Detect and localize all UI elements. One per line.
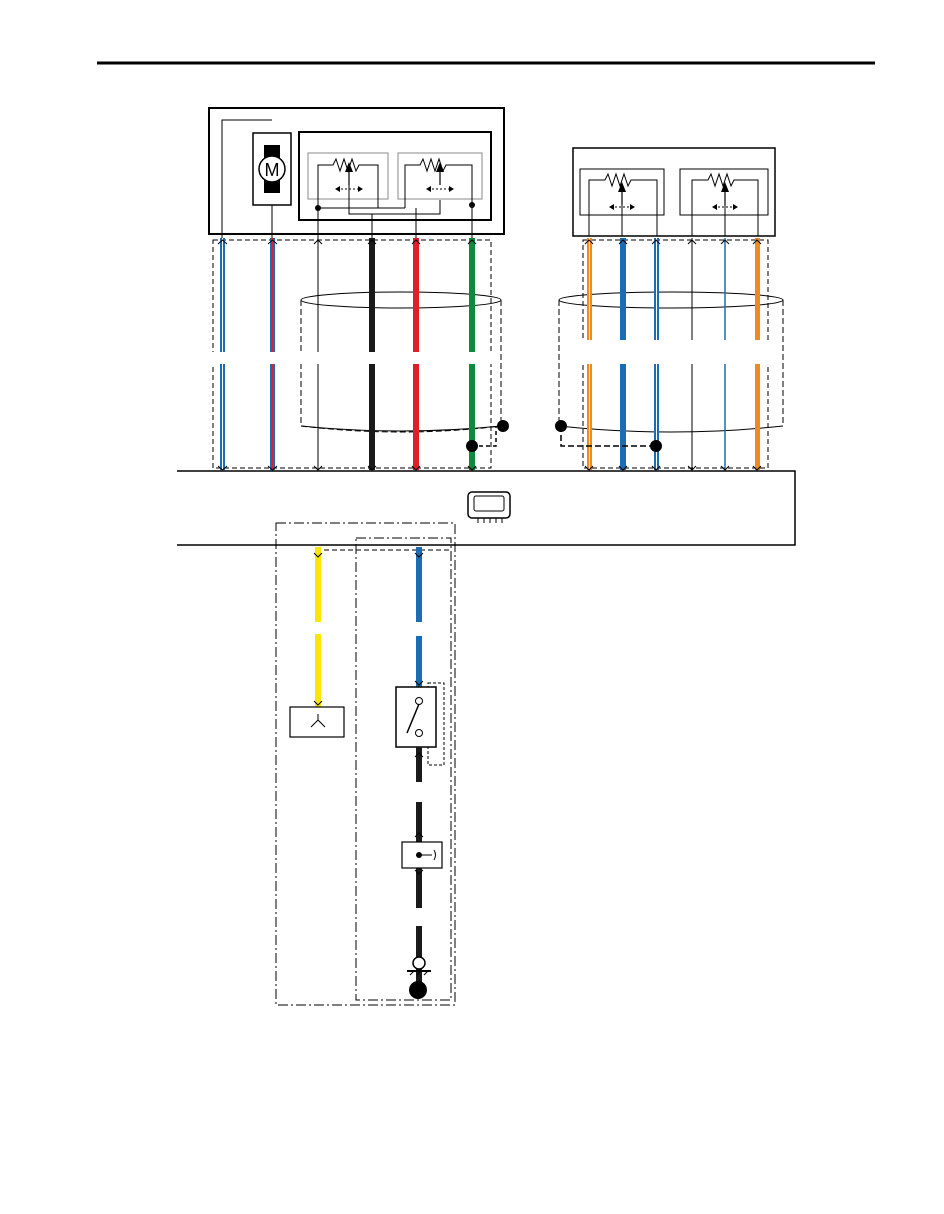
connector-icon [414,552,424,686]
potentiometer-icon [307,152,389,208]
connector-icon [217,239,762,245]
wire-blue-lower [416,547,422,687]
lower-outline-outer [275,522,456,1006]
shield-ground-point [555,420,567,432]
connector-icon [414,752,424,875]
sensor-terminal-box [289,706,345,738]
connector-icon [313,552,323,706]
pedal-sensor-module [572,147,776,237]
lower-outline-inner [355,537,452,1001]
ground-icon [407,956,431,999]
switch-icon [395,686,437,748]
motor-icon: M [258,145,286,193]
ecu-box [177,470,796,546]
potentiometer-icon [691,172,759,236]
splice-point [466,440,478,452]
splice-point [650,440,662,452]
throttle-actuator-module: M [208,107,505,238]
connector-icon [217,465,762,471]
potentiometer-icon [397,152,483,208]
shield-ground-point [497,420,509,432]
relay-icon [401,841,443,869]
ecu-icon [467,491,511,523]
potentiometer-icon [588,172,658,236]
motor-label: M [265,160,280,180]
